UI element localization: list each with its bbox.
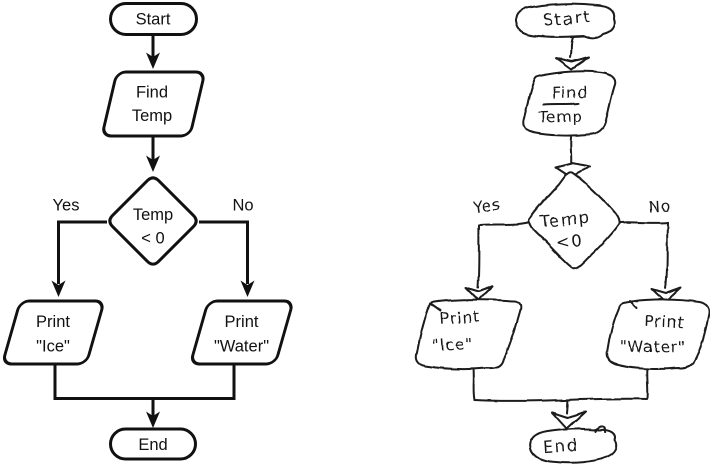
clean-find-temp-node: [102, 70, 205, 138]
sketch-decision-label-line2: <0: [555, 231, 584, 252]
sketch-arrowhead-end: [551, 410, 587, 430]
sketch-end-flourish: [595, 425, 607, 433]
clean-no-label: No: [232, 197, 253, 215]
sketch-branch-no-vertical: [664, 222, 669, 289]
sketch-find-underline: [542, 102, 579, 106]
sketch-arrowhead-start-find: [555, 56, 590, 71]
sketch-join-left: [472, 368, 476, 401]
sketch-print-water-node: [606, 298, 710, 370]
clean-decision-diamond: [108, 176, 198, 266]
sketch-join-horizontal: [473, 397, 648, 402]
sketch-find-temp-label-line2: Temp: [538, 108, 584, 127]
clean-print-ice-label-line2: "Ice": [36, 338, 70, 356]
clean-arrowhead-find-decision: [146, 155, 160, 172]
sketch-end-node: [528, 427, 618, 464]
sketch-arrowhead-no: [651, 286, 682, 303]
clean-end-label: End: [138, 436, 167, 454]
sketch-yes-label: Yes: [471, 195, 502, 217]
sketch-arrowhead-yes: [464, 285, 494, 301]
clean-find-temp-label-line1: Find: [136, 84, 168, 102]
clean-decision-label-line2: < 0: [141, 230, 164, 248]
sketch-connector-join-end: [566, 399, 569, 414]
sketch-print-ice-node: [415, 298, 522, 371]
sketch-print-ice-label-line2: "Ice": [432, 335, 474, 356]
sketch-start-node: [514, 2, 616, 40]
sketch-print-ice-label-line1: Print: [439, 308, 480, 329]
clean-branch-no: [199, 220, 249, 284]
clean-print-ice-label-line1: Print: [36, 313, 70, 331]
clean-branch-yes: [57, 220, 107, 284]
clean-end-node: [109, 427, 197, 461]
clean-flowchart: Start Find Temp Temp < 0 Yes No Print "I…: [2, 2, 293, 461]
sketch-no-label: No: [648, 197, 672, 216]
clean-print-water-label-line2: "Water": [214, 338, 269, 356]
clean-print-water-label-line1: Print: [225, 313, 259, 331]
clean-join-line: [53, 365, 236, 400]
sketch-connector-find-decision: [569, 136, 573, 167]
sketch-arrowhead-find-decision: [555, 162, 591, 178]
clean-start-node: [109, 2, 198, 36]
sketch-start-label: Start: [542, 7, 592, 29]
sketch-print-water-label-line1: Print: [644, 312, 684, 331]
clean-arrowhead-end: [146, 411, 160, 428]
clean-decision-label-line1: Temp: [133, 206, 173, 224]
sketch-find-temp-label-line1: Find: [552, 83, 588, 102]
clean-find-temp-label-line2: Temp: [132, 107, 172, 125]
clean-print-ice-node: [2, 299, 104, 366]
sketch-join-right: [646, 367, 649, 399]
sketch-branch-no-horizontal: [619, 221, 669, 224]
clean-yes-label: Yes: [53, 197, 80, 215]
clean-print-water-node: [190, 299, 293, 366]
sketch-connector-start-find: [569, 36, 574, 59]
clean-start-label: Start: [136, 11, 171, 29]
sketch-decision-diamond: [527, 171, 621, 270]
clean-arrowhead-no: [240, 280, 255, 297]
sketch-print-water-fold: [629, 300, 638, 309]
sketch-flowchart: Start Find Temp Temp <0 Yes No Print "Ic…: [415, 2, 710, 464]
clean-arrowhead-start-find: [146, 52, 160, 69]
sketch-branch-yes-horizontal: [479, 221, 529, 226]
sketch-branch-yes-vertical: [477, 224, 480, 288]
sketch-print-ice-fold: [429, 302, 442, 312]
sketch-print-water-label-line2: "Water": [620, 337, 686, 356]
sketch-end-label: End: [542, 436, 579, 457]
clean-arrowhead-yes: [51, 280, 66, 297]
